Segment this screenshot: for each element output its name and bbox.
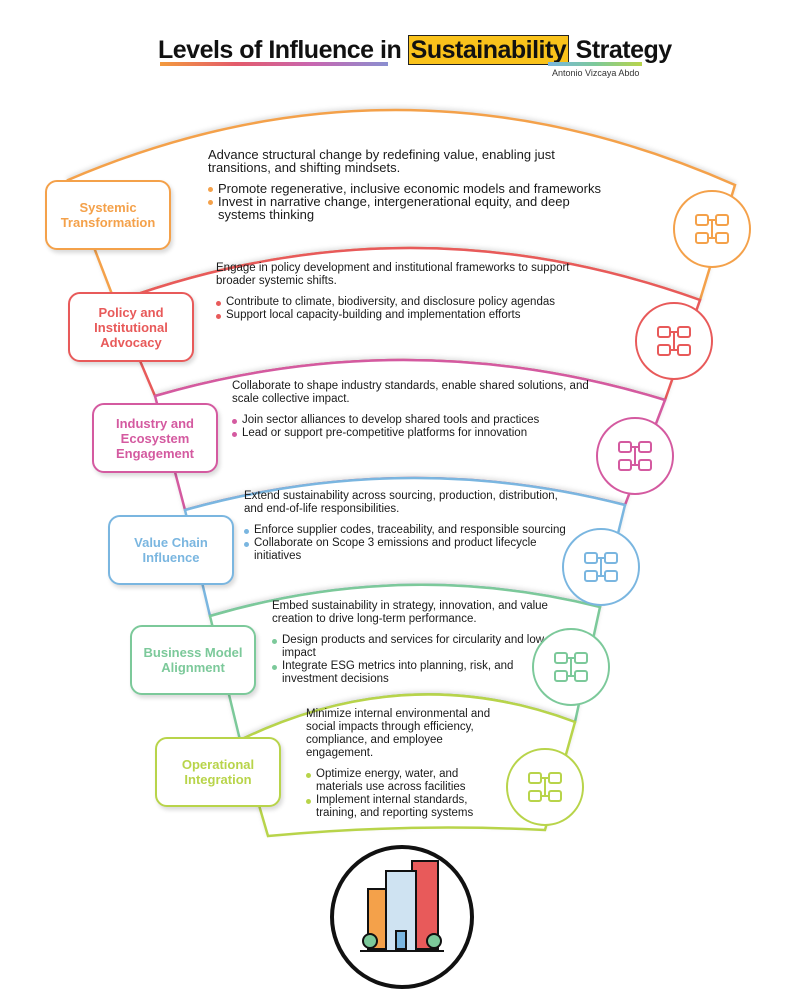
checklist-arrows-icon — [596, 417, 674, 495]
description-text: Embed sustainability in strategy, innova… — [272, 600, 548, 625]
funnel-band — [238, 693, 577, 838]
level-description: Advance structural change by redefining … — [208, 148, 618, 221]
level-label: Operational Integration — [155, 737, 281, 807]
description-text: Extend sustainability across sourcing, p… — [244, 490, 558, 515]
author: Antonio Vizcaya Abdo — [552, 68, 640, 78]
description-text: Engage in policy development and institu… — [216, 262, 570, 287]
title-highlight: Sustainability — [407, 35, 570, 65]
bullet-item: Join sector alliances to develop shared … — [232, 414, 592, 427]
level-description: Extend sustainability across sourcing, p… — [244, 490, 574, 563]
bullet-list: Promote regenerative, inclusive economic… — [208, 182, 618, 221]
bullet-item: Support local capacity-building and impl… — [216, 309, 606, 322]
bullet-item: Integrate ESG metrics into planning, ris… — [272, 660, 572, 686]
circular-economy-icon — [532, 628, 610, 706]
title-part: Levels of Influence in — [158, 36, 408, 64]
growth-chart-gear-icon — [506, 748, 584, 826]
level-name: Systemic Transformation — [60, 200, 156, 230]
level-label: Systemic Transformation — [45, 180, 171, 250]
puzzle-hands-icon — [635, 302, 713, 380]
title-underline — [160, 62, 388, 66]
bullet-list: Optimize energy, water, and materials us… — [306, 768, 502, 820]
bullet-item: Optimize energy, water, and materials us… — [306, 768, 502, 794]
bullet-item: Implement internal standards, training, … — [306, 794, 502, 820]
level-label: Policy and Institutional Advocacy — [68, 292, 194, 362]
bullet-list: Enforce supplier codes, traceability, an… — [244, 524, 574, 563]
level-label: Business Model Alignment — [130, 625, 256, 695]
description-text: Collaborate to shape industry standards,… — [232, 380, 589, 405]
level-description: Embed sustainability in strategy, innova… — [272, 600, 572, 686]
level-name: Operational Integration — [181, 757, 255, 787]
title-part: Strategy — [569, 36, 673, 64]
description-text: Advance structural change by redefining … — [208, 147, 555, 175]
level-name: Business Model Alignment — [143, 645, 243, 675]
level-label: Value Chain Influence — [108, 515, 234, 585]
level-name: Value Chain Influence — [134, 535, 208, 565]
level-description: Collaborate to shape industry standards,… — [232, 380, 592, 440]
bullet-list: Join sector alliances to develop shared … — [232, 414, 592, 440]
systems-diagram-icon — [673, 190, 751, 268]
page-title: Levels of Influence in Sustainability St… — [158, 35, 673, 65]
bullet-item: Collaborate on Scope 3 emissions and pro… — [244, 537, 574, 563]
level-description: Engage in policy development and institu… — [216, 262, 606, 322]
bullet-item: Design products and services for circula… — [272, 634, 572, 660]
level-name: Policy and Institutional Advocacy — [94, 304, 168, 350]
level-label: Industry and Ecosystem Engagement — [92, 403, 218, 473]
level-description: Minimize internal environmental and soci… — [306, 708, 502, 820]
city-buildings-icon — [330, 845, 474, 989]
bullet-item: Invest in narrative change, intergenerat… — [208, 195, 618, 221]
bullet-list: Design products and services for circula… — [272, 634, 572, 686]
bullet-item: Promote regenerative, inclusive economic… — [208, 182, 618, 195]
factory-gear-icon — [562, 528, 640, 606]
description-text: Minimize internal environmental and soci… — [306, 708, 491, 759]
bullet-item: Enforce supplier codes, traceability, an… — [244, 524, 574, 537]
bullet-item: Lead or support pre-competitive platform… — [232, 427, 592, 440]
bullet-list: Contribute to climate, biodiversity, and… — [216, 296, 606, 322]
title-underline — [548, 62, 642, 66]
level-name: Industry and Ecosystem Engagement — [115, 415, 194, 461]
bullet-item: Contribute to climate, biodiversity, and… — [216, 296, 606, 309]
